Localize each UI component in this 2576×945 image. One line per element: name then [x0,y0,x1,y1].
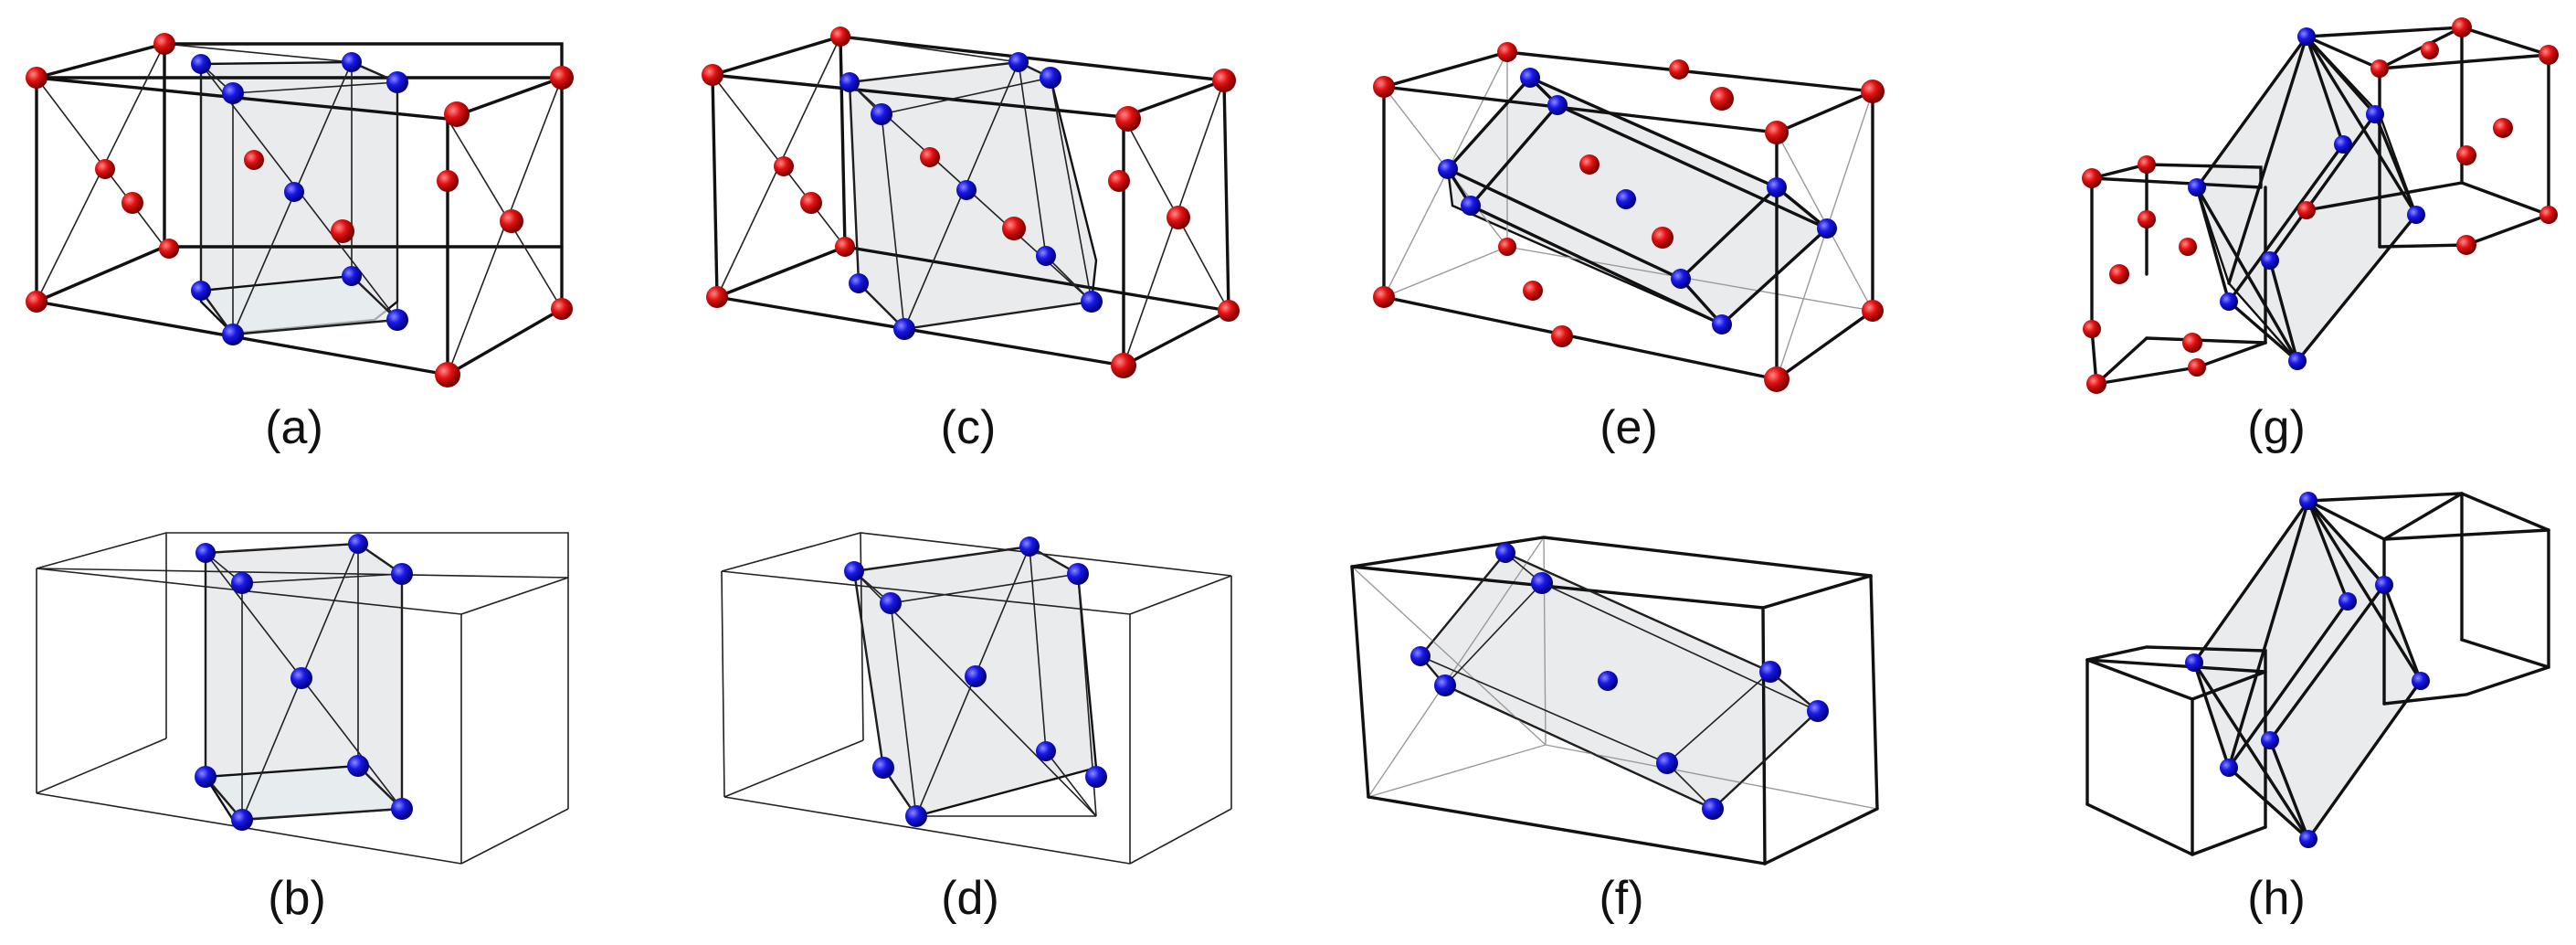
panel-d-box [721,532,1232,865]
panel-g-red-atoms [2082,17,2559,394]
panel-f-label: (f) [1599,872,1643,925]
panel-e-red-atoms [1373,42,1884,392]
panel-c-label: (c) [941,401,997,454]
panel-e-box [1382,50,1874,381]
panel-d-label: (d) [941,872,999,925]
panel-a-red-atoms [26,33,574,388]
panel-h-bonds [2192,499,2423,841]
panel-f-blue-atoms [1410,543,1829,820]
panel-e-label: (e) [1599,401,1658,454]
panel-d-blue-atoms [844,536,1107,827]
panel-c: (c) [702,27,1240,454]
panel-g-blue-atoms [2188,27,2425,370]
panel-c-blue-atoms [839,52,1103,340]
panel-f: (f) [1350,536,1879,925]
panel-g: (g) [2082,17,2559,454]
panel-f-hidden-edges [1351,536,1878,810]
panel-a-blue-atoms [191,52,408,345]
panel-g-bonds [2195,35,2418,363]
panel-h-label: (h) [2247,872,2306,925]
panel-b-blue-atoms [195,534,413,831]
panel-f-polyhedron-face [1419,551,1820,811]
panel-a-label: (a) [265,401,323,454]
panel-b-label: (b) [268,872,326,925]
panel-b: (b) [36,532,569,925]
panel-f-box [1350,536,1879,865]
panel-e: (e) [1373,42,1884,454]
panel-e-blue-atoms [1438,68,1837,334]
panel-b-box [36,532,569,865]
panel-h-blue-atoms [2185,492,2430,848]
panel-g-label: (g) [2247,401,2306,454]
panel-c-bonds [712,36,1230,366]
panel-h: (h) [2085,492,2550,925]
panel-g-polyhedron-face [2195,35,2418,363]
panel-d: (d) [721,532,1232,925]
panel-c-red-atoms [702,27,1240,378]
panel-a: (a) [26,33,574,454]
panel-e-bonds [1446,76,1829,326]
